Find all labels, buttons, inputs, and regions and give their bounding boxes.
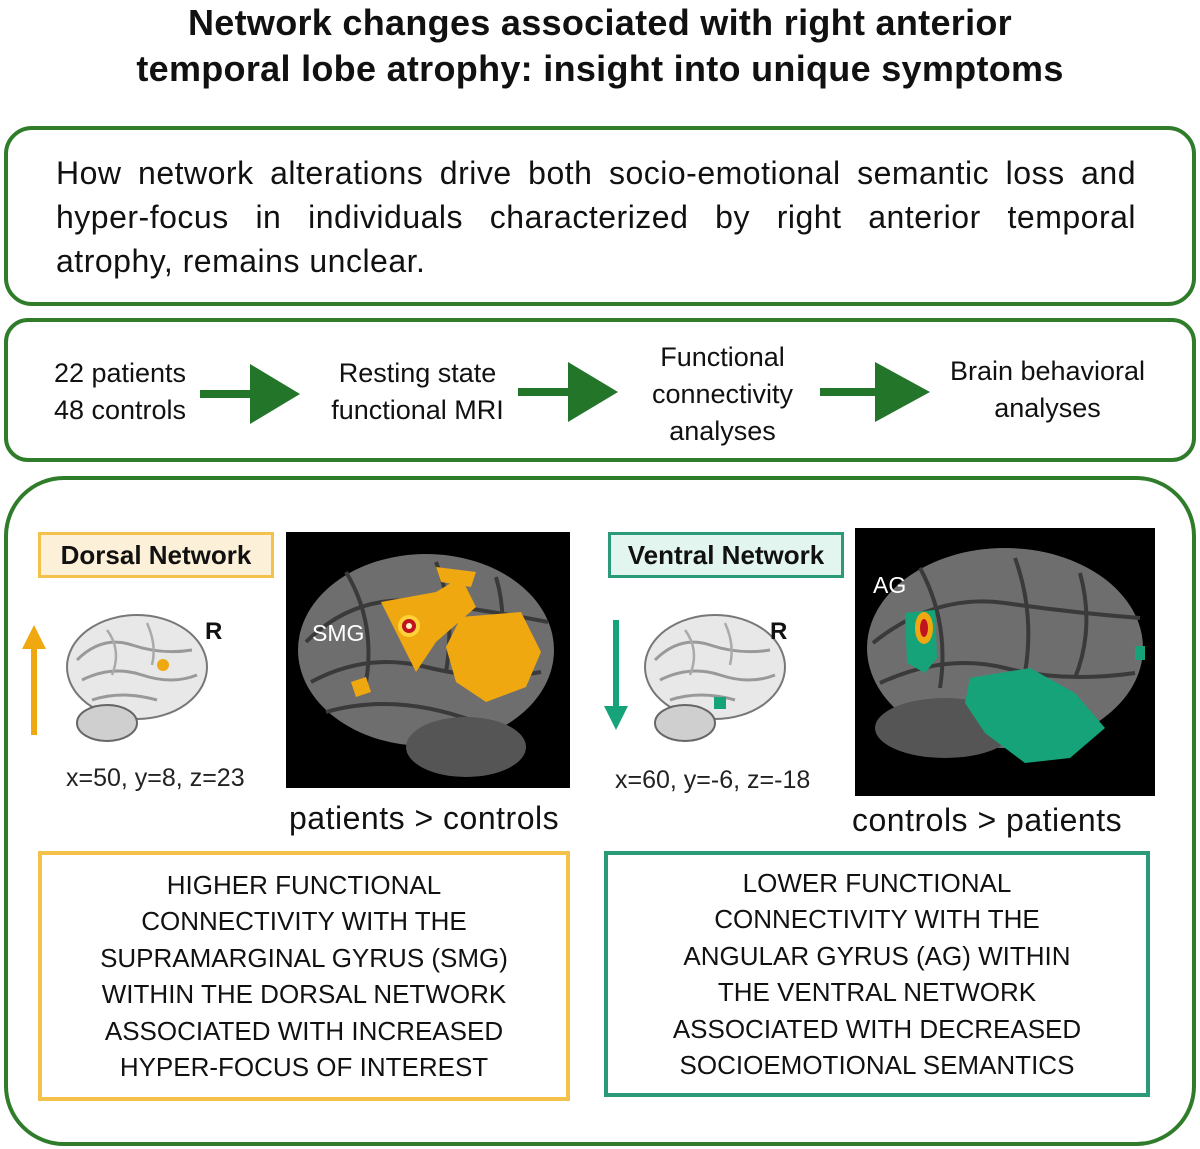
title-line-1: Network changes associated with right an… [188,2,1012,43]
smg-label: SMG [312,620,365,646]
arrow-shape [200,364,300,424]
ventral-brain-glass-icon [644,614,786,742]
ventral-finding-text: LOWER FUNCTIONAL CONNECTIVITY WITH THE A… [672,867,1082,1081]
dorsal-finding-box: HIGHER FUNCTIONAL CONNECTIVITY WITH THE … [38,851,570,1101]
ventral-network-label: Ventral Network [608,532,844,578]
figure-title: Network changes associated with right an… [0,0,1200,92]
down-arrow-icon [604,620,628,730]
dorsal-brain-render [286,532,570,788]
workflow-step-rsfmri: Resting state functional MRI [331,358,504,425]
results-box [4,476,1196,1146]
ag-label: AG [873,572,907,598]
arrow-right-icon [820,362,930,422]
up-arrow-icon [22,625,46,735]
dorsal-finding-text: HIGHER FUNCTIONAL CONNECTIVITY WITH THE … [100,869,508,1083]
arrow-shape [820,362,930,422]
workflow-box [4,318,1196,462]
dorsal-brain-glass-icon [66,614,208,742]
dorsal-coordinates: x=50, y=8, z=23 [66,764,245,792]
ventral-brain-render [855,528,1155,796]
question-box [4,126,1196,306]
dorsal-hemisphere-label: R [205,618,223,645]
title-line-2: temporal lobe atrophy: insight into uniq… [136,48,1064,89]
dorsal-brain-image [298,554,554,777]
arrow-right-icon [518,362,618,422]
dorsal-network-label: Dorsal Network [38,532,274,578]
research-question: How network alterations drive both socio… [56,155,1136,279]
ventral-coordinates: x=60, y=-6, z=-18 [615,766,811,794]
ventral-comparison: controls > patients [852,802,1123,838]
ventral-hemisphere-label: R [770,618,788,645]
ventral-finding-box: LOWER FUNCTIONAL CONNECTIVITY WITH THE A… [604,851,1150,1097]
arrow-right-icon [200,364,300,424]
workflow-step-fc-analyses: Functional connectivity analyses [651,342,794,446]
dorsal-comparison: patients > controls [289,800,560,836]
ventral-brain-image [867,548,1145,763]
workflow-step-participants: 22 patients 48 controls [53,358,187,425]
arrow-shape [518,362,618,422]
workflow-step-brain-behavior: Brain behavioral analyses [949,356,1146,423]
